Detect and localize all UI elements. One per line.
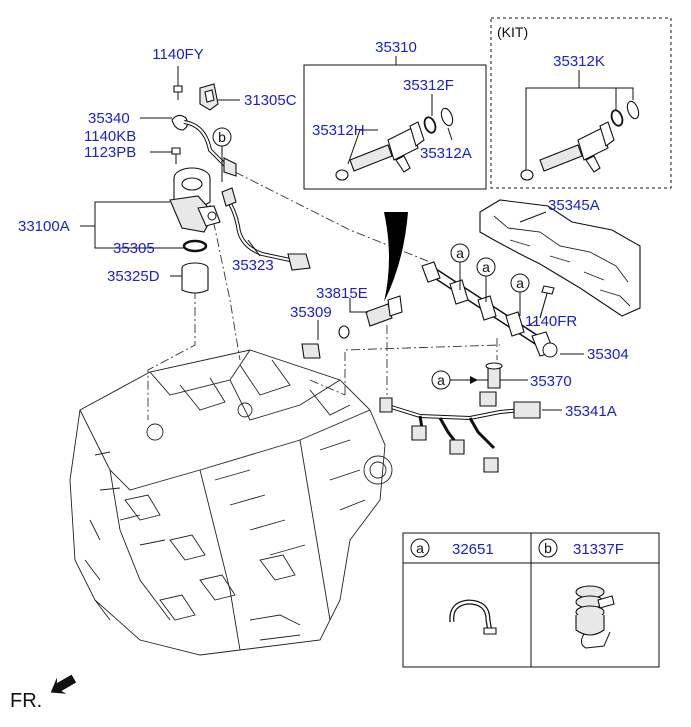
marker-a-rail-2: a <box>476 257 496 277</box>
callout-35312H[interactable]: 35312H <box>312 122 365 139</box>
marker-a-sensor: a <box>431 370 478 390</box>
svg-text:a: a <box>416 540 424 556</box>
callout-1123PB[interactable]: 1123PB <box>84 144 136 161</box>
injector-assembly-drawing <box>335 107 454 181</box>
marker-b-pump: b <box>212 127 232 147</box>
kit-injector-drawing <box>520 100 640 181</box>
wiring-harness-drawing <box>379 391 541 473</box>
legend-b-part[interactable]: 31337F <box>573 541 624 558</box>
callout-31305C[interactable]: 31305C <box>244 92 297 109</box>
callout-35340[interactable]: 35340 <box>88 110 130 127</box>
rail-insulator-drawing <box>479 199 641 317</box>
clamp-31337F-drawing <box>575 585 615 649</box>
legend-table: a 32651 b 31337F <box>402 532 660 668</box>
high-pressure-pump-group <box>169 83 311 294</box>
callout-35341A[interactable]: 35341A <box>565 403 617 420</box>
dash-dot-leaders <box>147 171 501 420</box>
svg-text:a: a <box>437 372 445 388</box>
callout-35312A[interactable]: 35312A <box>420 145 472 162</box>
callout-35304[interactable]: 35304 <box>587 346 629 363</box>
callout-35370[interactable]: 35370 <box>530 373 572 390</box>
callout-35325D[interactable]: 35325D <box>107 268 160 285</box>
legend-a-part[interactable]: 32651 <box>452 541 494 558</box>
svg-text:b: b <box>544 540 552 556</box>
clip-32651-drawing <box>449 599 497 635</box>
reference-markers: b a a a a <box>212 127 530 390</box>
callout-35310[interactable]: 35310 <box>375 39 417 56</box>
callout-33100A[interactable]: 33100A <box>18 218 70 235</box>
svg-text:a: a <box>482 259 490 275</box>
marker-a-rail-3: a <box>510 273 530 293</box>
callout-33815E[interactable]: 33815E <box>316 285 368 302</box>
fuel-direction-arrow <box>384 212 408 302</box>
front-arrow-icon <box>50 674 77 694</box>
callout-1140KB[interactable]: 1140KB <box>84 128 136 145</box>
fuel-rail-drawing <box>301 261 558 389</box>
callout-35312F[interactable]: 35312F <box>403 77 454 94</box>
svg-text:b: b <box>218 129 226 145</box>
engine-block-illustration <box>69 349 393 656</box>
callout-1140FY[interactable]: 1140FY <box>152 46 203 63</box>
callout-1140FR[interactable]: 1140FR <box>525 313 577 330</box>
callout-35323[interactable]: 35323 <box>232 257 274 274</box>
legend-b-header: b 31337F <box>538 538 624 558</box>
kit-label: (KIT) <box>497 24 528 40</box>
callout-35309[interactable]: 35309 <box>290 304 332 321</box>
kit-box <box>490 17 672 189</box>
callout-leaders <box>80 56 634 411</box>
svg-text:a: a <box>516 275 524 291</box>
legend-a-header: a 32651 <box>410 538 494 558</box>
front-indicator: FR. <box>10 674 77 712</box>
callout-35312K[interactable]: 35312K <box>553 53 605 70</box>
callout-35305[interactable]: 35305 <box>113 240 155 257</box>
svg-text:a: a <box>456 245 464 261</box>
injector-assembly-box <box>303 64 487 190</box>
front-label: FR. <box>10 690 42 712</box>
callout-labels: 1140FY 31305C 35340 1140KB 1123PB 33100A… <box>18 24 629 420</box>
callout-35345A[interactable]: 35345A <box>548 197 600 214</box>
marker-a-rail-1: a <box>450 243 470 263</box>
